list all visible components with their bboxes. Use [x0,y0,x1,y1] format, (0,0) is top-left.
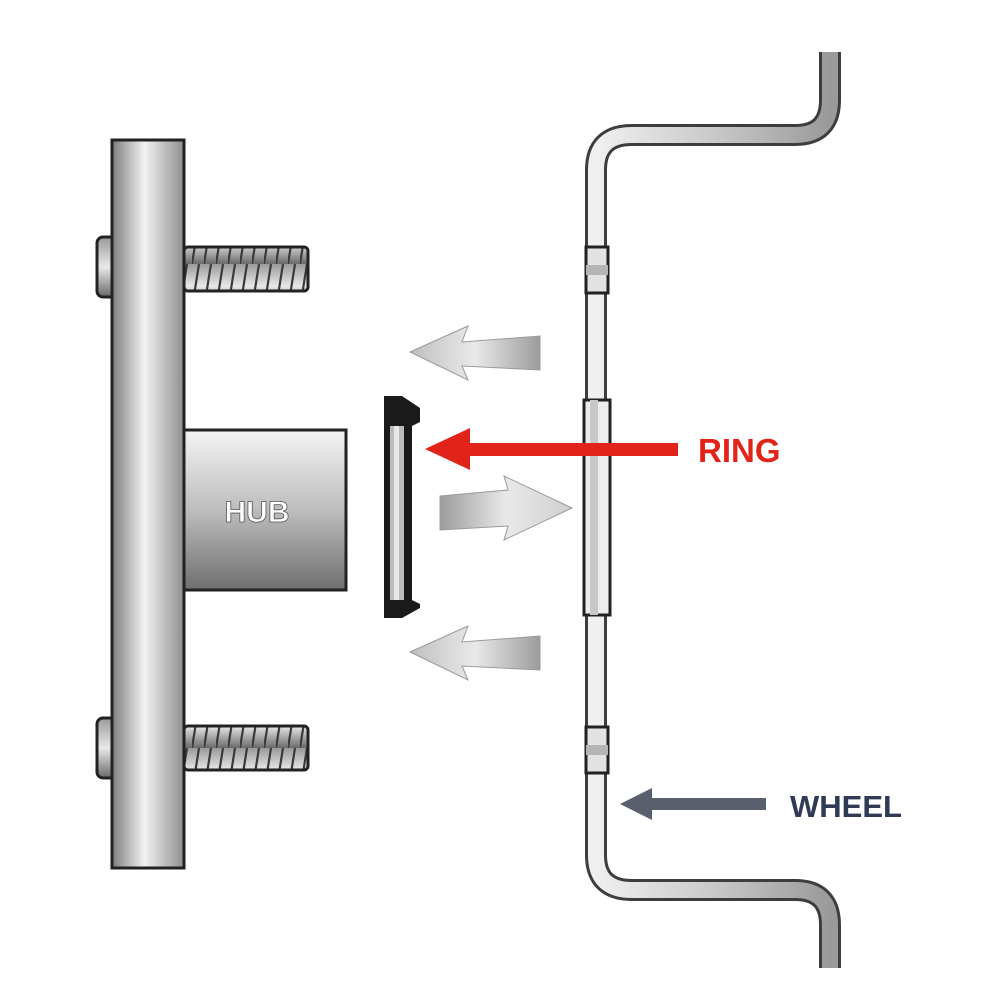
hub-label: HUB [225,496,290,529]
arrow-right-icon [439,475,574,541]
arrow-left-icon [408,625,541,682]
wheel-stud-bottom [182,724,310,772]
wheel-pointer-arrow-icon [620,788,766,820]
ring-pointer-arrow-icon [425,428,678,470]
wheel [582,52,841,968]
hub-cylinder [182,428,348,592]
wheel-callout: WHEEL [620,788,902,824]
ring-callout: RING [425,428,781,470]
hub-flange [110,138,186,870]
motion-arrows [408,325,574,682]
ring-label: RING [698,432,781,469]
arrow-left-icon [408,325,541,382]
hub-assembly: HUB [95,138,348,870]
wheel-label: WHEEL [790,789,902,824]
wheel-stud-top [182,245,310,293]
wheel-profile [585,52,841,968]
hub-centric-ring [384,396,420,618]
